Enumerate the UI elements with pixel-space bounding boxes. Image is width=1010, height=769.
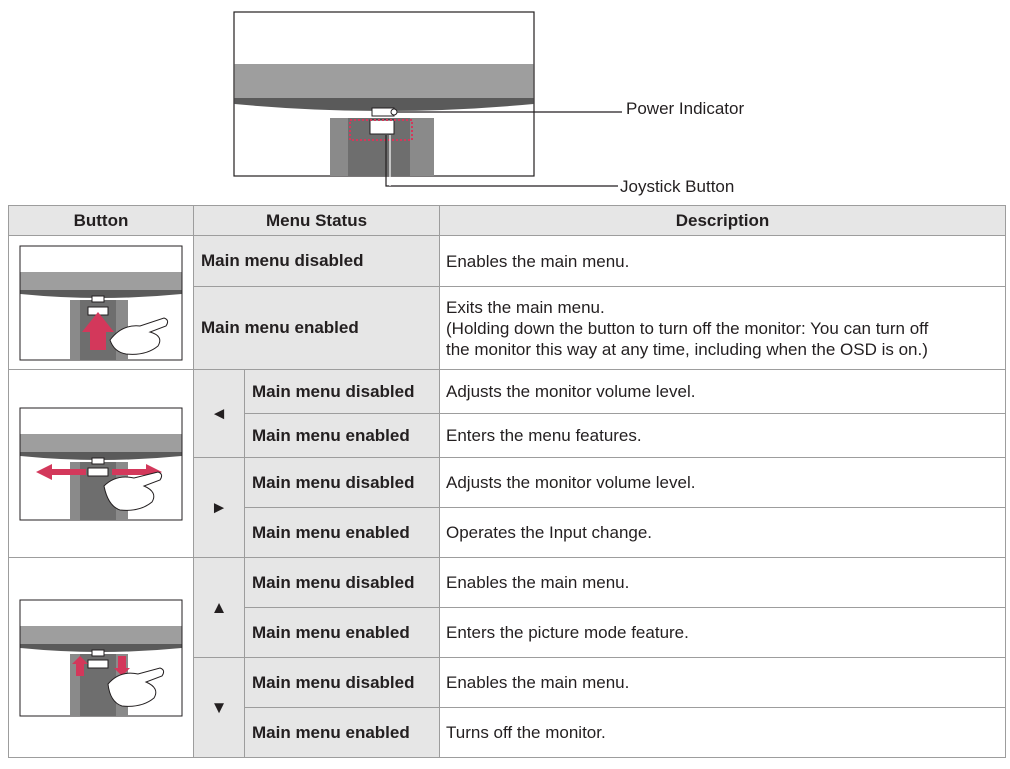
press-illustration-cell — [8, 235, 194, 370]
press-joystick-illustration — [19, 245, 183, 360]
up-down-illustration-cell — [8, 557, 194, 758]
left-description-disabled: Adjusts the monitor volume level. — [439, 369, 1006, 414]
up-status-disabled: Main menu disabled — [244, 557, 440, 608]
down-description-enabled: Turns off the monitor. — [439, 707, 1006, 758]
up-arrow-icon: ▲ — [193, 557, 245, 658]
header-description: Description — [439, 205, 1006, 236]
left-right-joystick-illustration — [19, 407, 183, 520]
press-status-enabled: Main menu enabled — [193, 286, 440, 370]
right-arrow-icon: ► — [193, 457, 245, 558]
table-header-row: Button Menu Status Description — [8, 205, 1006, 236]
table-row: ▲ Main menu disabled Enables the main me… — [8, 557, 1006, 758]
right-description-enabled: Operates the Input change. — [439, 507, 1006, 558]
left-right-illustration-cell — [8, 369, 194, 558]
table-row: ◄ Main menu disabled Adjusts the monitor… — [8, 369, 1006, 558]
header-menu-status: Menu Status — [193, 205, 440, 236]
table-row: Main menu enabled Turns off the monitor. — [9, 707, 1006, 758]
button-function-table: Button Menu Status Description Main menu… — [8, 205, 1006, 758]
table-row: Main menu disabled Enables the main menu… — [8, 235, 1006, 370]
table-row: Main menu enabled Enters the menu featur… — [9, 413, 1006, 458]
joystick-button-label: Joystick Button — [620, 177, 735, 196]
left-description-enabled: Enters the menu features. — [439, 413, 1006, 458]
up-description-disabled: Enables the main menu. — [439, 557, 1006, 608]
table-row: Main menu enabled Operates the Input cha… — [9, 507, 1006, 558]
description-line: Exits the main menu. — [446, 297, 605, 317]
table-row: ► Main menu disabled Adjusts the monitor… — [9, 457, 1006, 558]
up-status-enabled: Main menu enabled — [244, 607, 440, 658]
table-row: Main menu enabled Exits the main menu. (… — [9, 286, 1006, 370]
left-arrow-icon: ◄ — [193, 369, 245, 458]
up-down-joystick-illustration — [19, 599, 183, 716]
description-line: the monitor this way at any time, includ… — [446, 339, 928, 359]
press-status-disabled: Main menu disabled — [193, 235, 440, 287]
press-description-enabled: Exits the main menu. (Holding down the b… — [439, 286, 1006, 370]
left-status-enabled: Main menu enabled — [244, 413, 440, 458]
power-indicator-label: Power Indicator — [626, 99, 745, 118]
description-line: (Holding down the button to turn off the… — [446, 318, 929, 338]
table-row: Main menu enabled Enters the picture mod… — [9, 607, 1006, 658]
header-button: Button — [8, 205, 194, 236]
right-description-disabled: Adjusts the monitor volume level. — [439, 457, 1006, 508]
monitor-bottom-illustration — [233, 11, 622, 187]
left-status-disabled: Main menu disabled — [244, 369, 440, 414]
right-status-disabled: Main menu disabled — [244, 457, 440, 508]
press-description-disabled: Enables the main menu. — [439, 235, 1006, 287]
down-status-disabled: Main menu disabled — [244, 657, 440, 708]
down-arrow-icon: ▼ — [193, 657, 245, 758]
down-description-disabled: Enables the main menu. — [439, 657, 1006, 708]
down-status-enabled: Main menu enabled — [244, 707, 440, 758]
up-description-enabled: Enters the picture mode feature. — [439, 607, 1006, 658]
table-row: ▼ Main menu disabled Enables the main me… — [9, 657, 1006, 758]
right-status-enabled: Main menu enabled — [244, 507, 440, 558]
